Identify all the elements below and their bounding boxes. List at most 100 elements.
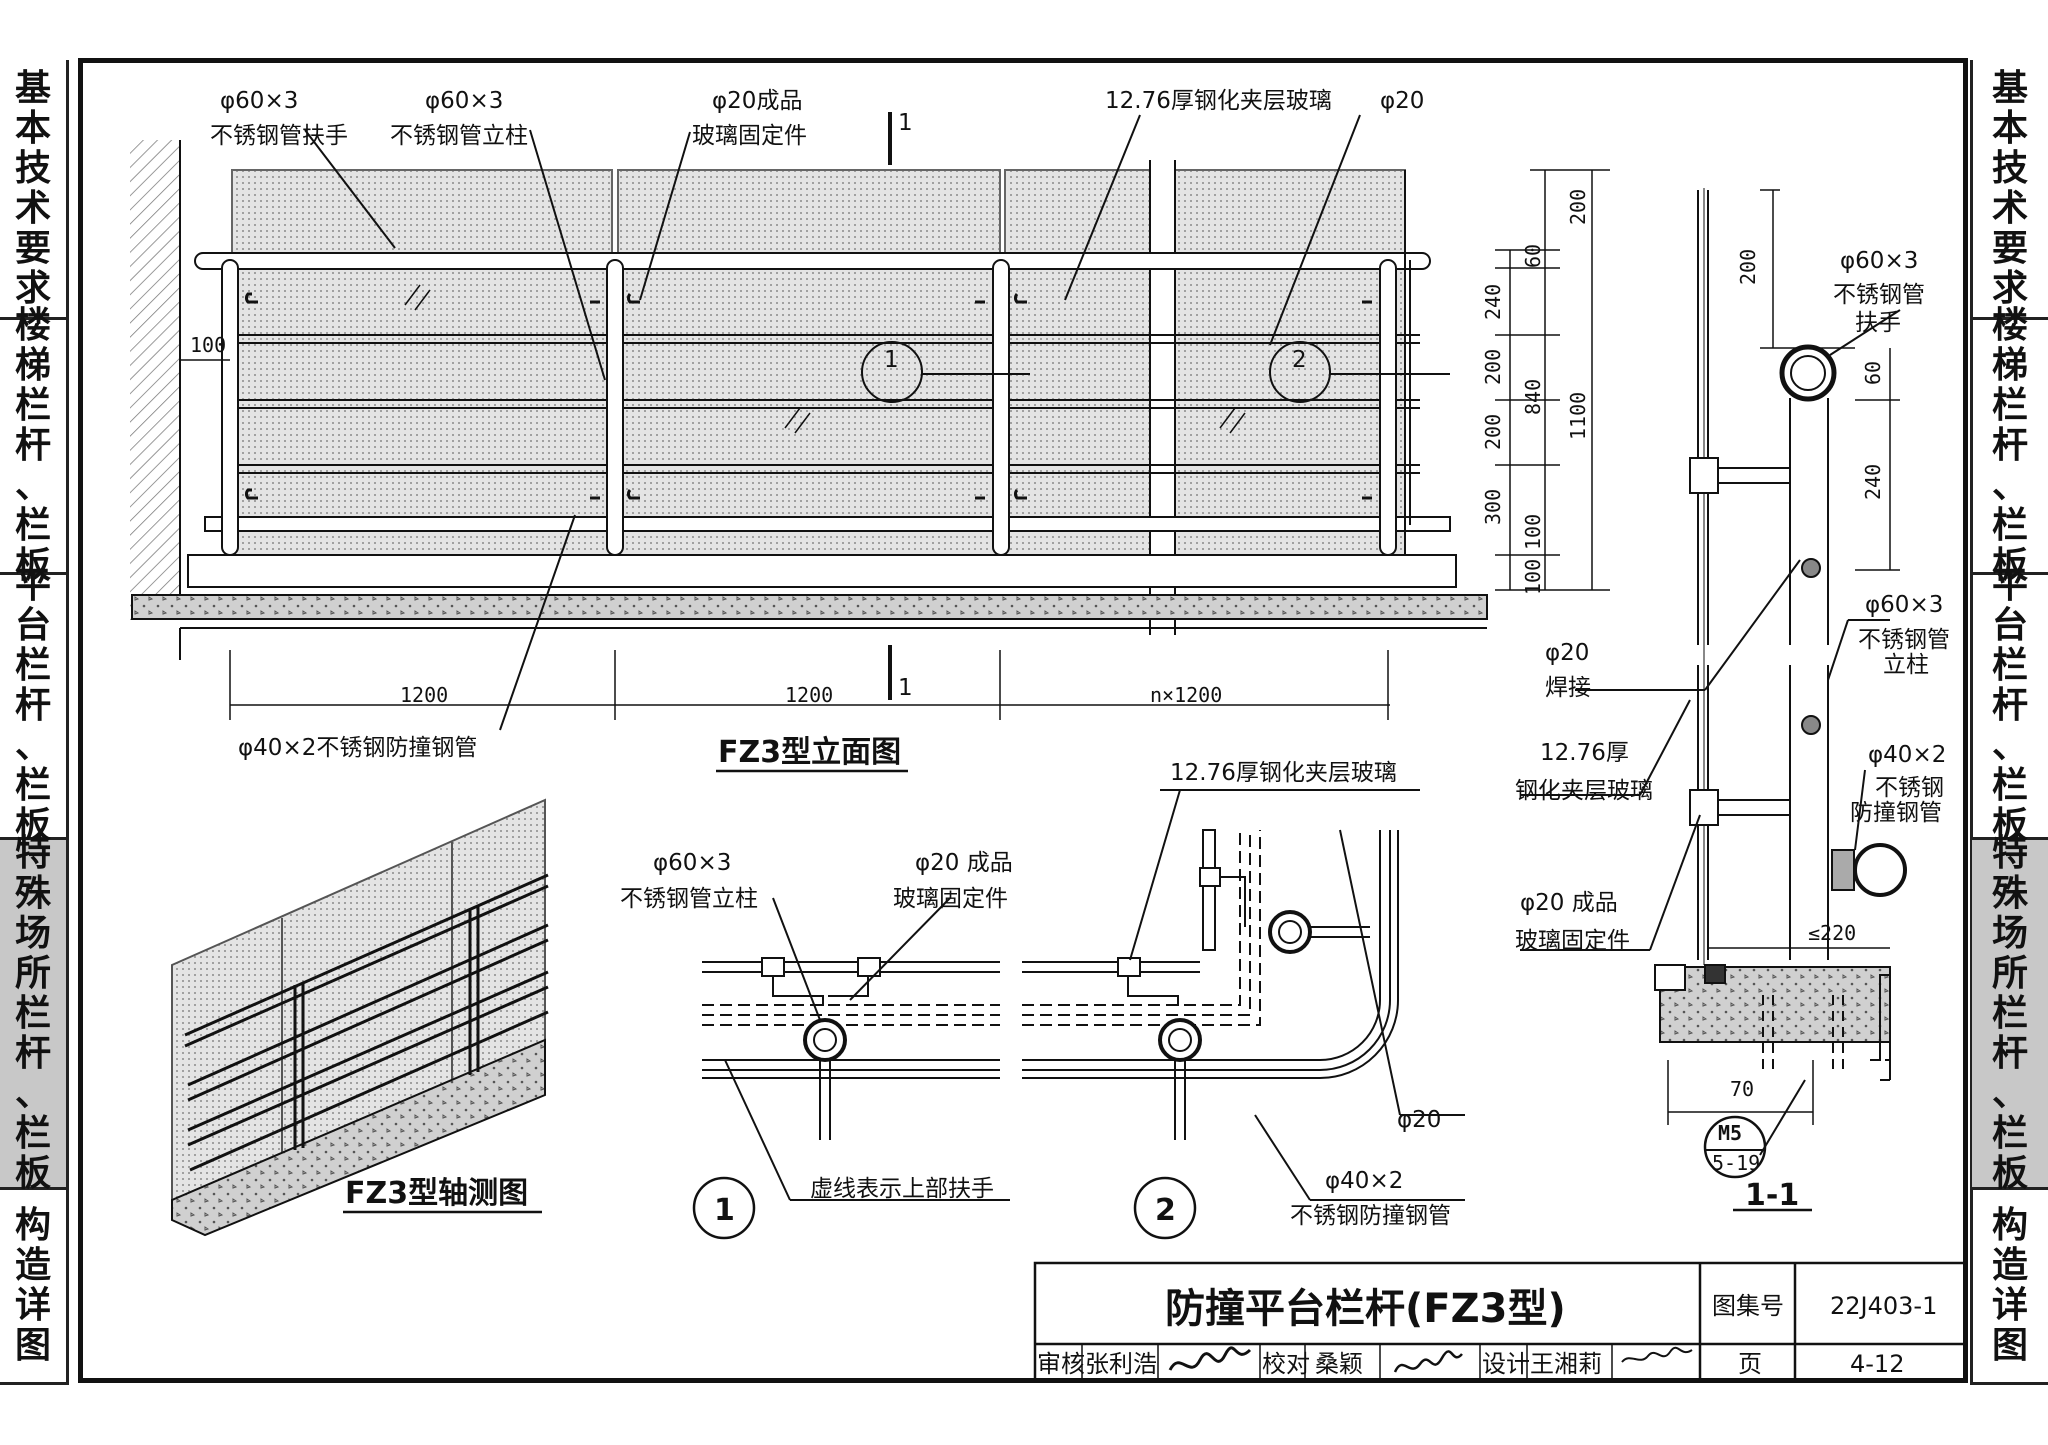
s-glass-b: 钢化夹层玻璃 [1515, 778, 1653, 804]
side-tab-char: 详 [1991, 1285, 2028, 1326]
left-offset-dim: 100 [190, 333, 226, 357]
dim-60: 60 [1521, 244, 1545, 268]
post-label: 不锈钢管立柱 [390, 123, 528, 149]
side-tab-right-0[interactable]: 基本技术要求 [1972, 60, 2048, 320]
side-tab-char: 杆 [14, 425, 51, 466]
side-tab-char: 所 [1991, 952, 2028, 994]
side-tab-right-2[interactable]: 平台栏杆、栏板 [1972, 566, 2048, 846]
glass-clips [245, 292, 1372, 500]
side-tab-char: 板 [1991, 805, 2028, 846]
side-tab-char: 构 [1991, 1205, 2028, 1246]
handrail-label: 不锈钢管扶手 [210, 123, 348, 149]
side-tab-char: 殊 [14, 872, 51, 914]
side-tab-right-3[interactable]: 特殊场所栏杆、栏板 [1972, 833, 2048, 1193]
side-tab-char: 杆 [1991, 1032, 2028, 1074]
s-bumper-a: 不锈钢 [1875, 775, 1944, 801]
side-tab-char: 基 [14, 67, 51, 109]
s-ref-top: M5 [1718, 1121, 1742, 1145]
side-tab-left-3[interactable]: 特殊场所栏杆、栏板 [0, 833, 66, 1193]
d1-number: 1 [714, 1193, 735, 1228]
side-tab-right-1[interactable]: 楼梯栏杆、栏板 [1972, 306, 2048, 586]
s-handrail-a: 不锈钢管 [1833, 282, 1925, 308]
curb [187, 554, 1457, 588]
side-tabs-right [1970, 60, 2048, 1385]
side-tab-char: 殊 [1991, 872, 2028, 914]
dim-840: 840 [1521, 379, 1545, 415]
post [992, 259, 1010, 556]
s-dim-240: 240 [1861, 464, 1885, 500]
side-tab-char: 、 [1991, 465, 2028, 506]
title-block-text: 防撞平台栏杆(FZ3型) 图集号 22J403-1 审核 张利浩 校对 桑颖 设… [1037, 1286, 1937, 1378]
side-tab-char: 、 [14, 725, 51, 766]
s-weld: 焊接 [1545, 675, 1591, 701]
side-tab-char: 栏 [14, 1112, 51, 1154]
review-label: 审核 [1037, 1350, 1085, 1378]
side-tab-char: 技 [1991, 147, 2028, 189]
axonometric-view: FZ3型轴测图 [171, 798, 549, 1237]
dim-200b: 200 [1481, 349, 1505, 385]
side-tab-char: 板 [14, 545, 51, 586]
side-tab-char: 栏 [1991, 505, 2028, 546]
designer: 王湘莉 [1530, 1350, 1602, 1378]
d2-glass: 12.76厚钢化夹层玻璃 [1170, 760, 1397, 786]
s-fixer-size: φ20 成品 [1520, 890, 1618, 916]
side-tab-char: 求 [1991, 267, 2028, 309]
side-tab-char: 栏 [14, 385, 51, 426]
post [606, 259, 624, 556]
dim-300: 300 [1481, 489, 1505, 525]
side-tab-char: 本 [14, 107, 51, 149]
side-tab-char: 栏 [14, 765, 51, 806]
side-tab-right-4[interactable]: 构造详图 [1972, 1190, 2048, 1385]
glass-panel [1004, 169, 1151, 556]
side-tab-left-4[interactable]: 构造详图 [0, 1190, 66, 1385]
checker: 桑颖 [1315, 1350, 1363, 1378]
side-tab-char: 特 [1991, 832, 2028, 874]
d1-note: 虚线表示上部扶手 [810, 1176, 994, 1202]
s-ref-bottom: 5-19 [1712, 1151, 1760, 1175]
floor-slab [131, 594, 1488, 620]
detail2-mark: 2 [1292, 347, 1307, 373]
wall-hatch [130, 140, 180, 620]
d2-number: 2 [1155, 1193, 1176, 1228]
side-tab-char: 栏 [1991, 765, 2028, 806]
side-tab-char: 造 [14, 1245, 51, 1286]
s-post-size: φ60×3 [1865, 592, 1943, 618]
side-tab-char: 杆 [1991, 425, 2028, 466]
s-bumper-size: φ40×2 [1868, 742, 1946, 768]
side-tab-char: 板 [1991, 1152, 2028, 1194]
s-handrail-b: 扶手 [1855, 310, 1901, 336]
dim-1100: 1100 [1566, 392, 1590, 440]
detail1-view [692, 897, 1010, 1240]
side-tab-char: 、 [1991, 725, 2028, 766]
d1-fixer: 玻璃固定件 [893, 886, 1008, 912]
s-handrail-size: φ60×3 [1840, 248, 1918, 274]
side-tab-char: 楼 [14, 305, 51, 346]
span-n-dim: n×1200 [1150, 683, 1222, 707]
side-tabs-left [0, 60, 69, 1385]
side-tab-char: 技 [14, 147, 51, 189]
side-tab-left-2[interactable]: 平台栏杆、栏板 [0, 566, 66, 846]
side-tab-left-0[interactable]: 基本技术要求 [0, 60, 66, 320]
design-label: 设计 [1482, 1350, 1530, 1378]
side-tab-left-1[interactable]: 楼梯栏杆、栏板 [0, 306, 66, 586]
fixer-label: 玻璃固定件 [692, 123, 807, 149]
dim-100b: 100 [1521, 559, 1545, 595]
drawing-frame [78, 58, 1968, 1383]
s-w220: ≤220 [1808, 921, 1856, 945]
title-block [1033, 1261, 1967, 1382]
side-tab-char: 栏 [1991, 645, 2028, 686]
reviewer-signature [1168, 1346, 1252, 1371]
side-tab-char: 、 [1991, 1072, 2028, 1114]
post [221, 259, 239, 556]
side-tab-char: 要 [1991, 227, 2028, 269]
post [1379, 259, 1397, 556]
side-tab-char: 栏 [1991, 385, 2028, 426]
glass-panel [1174, 169, 1406, 556]
dim-200c: 200 [1481, 414, 1505, 450]
side-tab-char: 造 [1991, 1245, 2028, 1286]
checker-signature [1393, 1350, 1463, 1373]
side-tab-char: 栏 [14, 992, 51, 1034]
dim-100: 100 [1521, 514, 1545, 550]
side-tab-char: 图 [1991, 1325, 2028, 1366]
